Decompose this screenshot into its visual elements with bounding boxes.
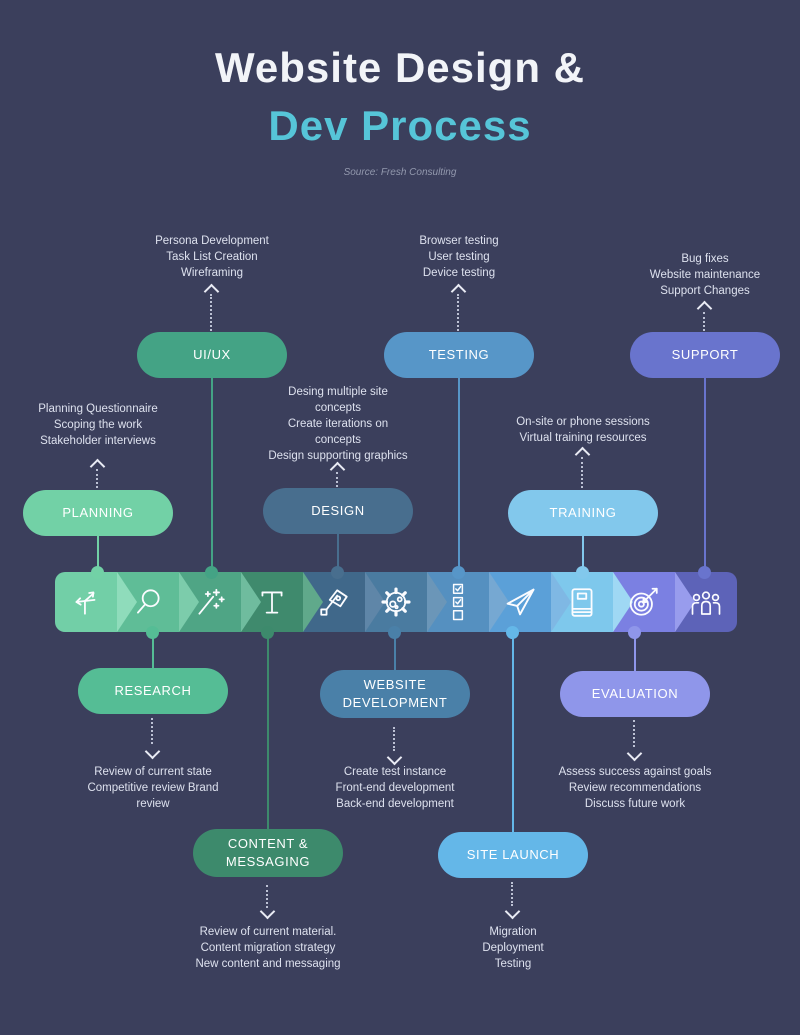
connector-dot xyxy=(576,566,589,579)
source-credit: Source: Fresh Consulting xyxy=(343,167,457,178)
connector-support xyxy=(704,377,706,572)
stage-pill-site-launch: SITE LAUNCH xyxy=(438,832,588,878)
connector-dot xyxy=(91,566,104,579)
dotted-arrow-planning xyxy=(96,469,98,488)
book-icon xyxy=(571,588,593,617)
text-tool-icon xyxy=(261,591,283,614)
stage-pill-training: TRAINING xyxy=(508,490,658,536)
title-line-1: Website Design & xyxy=(215,44,585,91)
arrow-up-icon xyxy=(89,458,106,475)
arrow-down-icon xyxy=(144,743,161,760)
timeline-segment-sitelaunch xyxy=(489,572,571,632)
arrow-up-icon xyxy=(203,283,220,300)
notes-content-messaging: Review of current material.Content migra… xyxy=(195,926,341,970)
arrow-down-icon xyxy=(259,903,276,920)
arrow-up-icon xyxy=(574,446,591,463)
connector-design xyxy=(337,533,339,572)
target-dart-icon xyxy=(629,587,658,616)
junction-arrows-icon xyxy=(75,591,96,615)
paper-plane-icon xyxy=(506,588,535,616)
connector-dot xyxy=(698,566,711,579)
dotted-arrow-evaluation xyxy=(633,720,635,747)
connector-testing xyxy=(458,377,460,572)
connector-training xyxy=(582,535,584,572)
stage-pill-content-messaging: CONTENT & MESSAGING xyxy=(193,829,343,878)
stage-pill-planning: PLANNING xyxy=(23,490,173,536)
connector-uiux xyxy=(211,377,213,572)
timeline-segment-evaluation xyxy=(613,572,695,632)
connector-dot xyxy=(452,566,465,579)
stage-pill-website-development: WEBSITE DEVELOPMENT xyxy=(320,670,470,719)
connector-dot xyxy=(506,626,519,639)
connector-content xyxy=(267,632,269,830)
title-line-2: Dev Process xyxy=(268,102,532,149)
stage-pill-evaluation: EVALUATION xyxy=(560,671,710,717)
arrow-up-icon xyxy=(696,300,713,317)
connector-dot xyxy=(388,626,401,639)
dotted-arrow-support xyxy=(703,312,705,331)
process-timeline-band xyxy=(55,572,737,632)
dotted-arrow-content xyxy=(266,885,268,908)
timeline-segment-planning xyxy=(55,572,137,632)
dotted-arrow-sitelaunch xyxy=(511,882,513,906)
dotted-arrow-training xyxy=(581,457,583,488)
arrow-down-icon xyxy=(504,903,521,920)
stage-pill-design: DESIGN xyxy=(263,488,413,534)
connector-evaluation xyxy=(634,632,636,672)
connector-webdev xyxy=(394,632,396,671)
magnifier-icon xyxy=(137,589,160,614)
arrow-up-icon xyxy=(329,461,346,478)
connector-dot xyxy=(331,566,344,579)
team-icon xyxy=(691,591,721,615)
dotted-arrow-research xyxy=(151,718,153,744)
arrow-up-icon xyxy=(450,283,467,300)
stage-pill-research: RESEARCH xyxy=(78,668,228,714)
connector-planning xyxy=(97,535,99,572)
connector-dot xyxy=(205,566,218,579)
stage-pill-testing: TESTING xyxy=(384,332,534,378)
arrow-down-icon xyxy=(386,749,403,766)
stage-pill-uiux: UI/UX xyxy=(137,332,287,378)
dotted-arrow-design xyxy=(336,472,338,487)
connector-dot xyxy=(261,626,274,639)
arrow-down-icon xyxy=(626,745,643,762)
connector-sitelaunch xyxy=(512,632,514,833)
dotted-arrow-testing xyxy=(457,294,459,331)
gear-icon xyxy=(381,587,411,617)
connector-dot xyxy=(146,626,159,639)
connector-dot xyxy=(628,626,641,639)
stage-pill-support: SUPPORT xyxy=(630,332,780,378)
magic-wand-icon xyxy=(198,588,225,615)
pen-tool-icon xyxy=(320,589,348,616)
dotted-arrow-webdev xyxy=(393,727,395,751)
connector-research xyxy=(152,632,154,669)
dotted-arrow-uiux xyxy=(210,294,212,331)
checklist-icon xyxy=(452,583,464,621)
